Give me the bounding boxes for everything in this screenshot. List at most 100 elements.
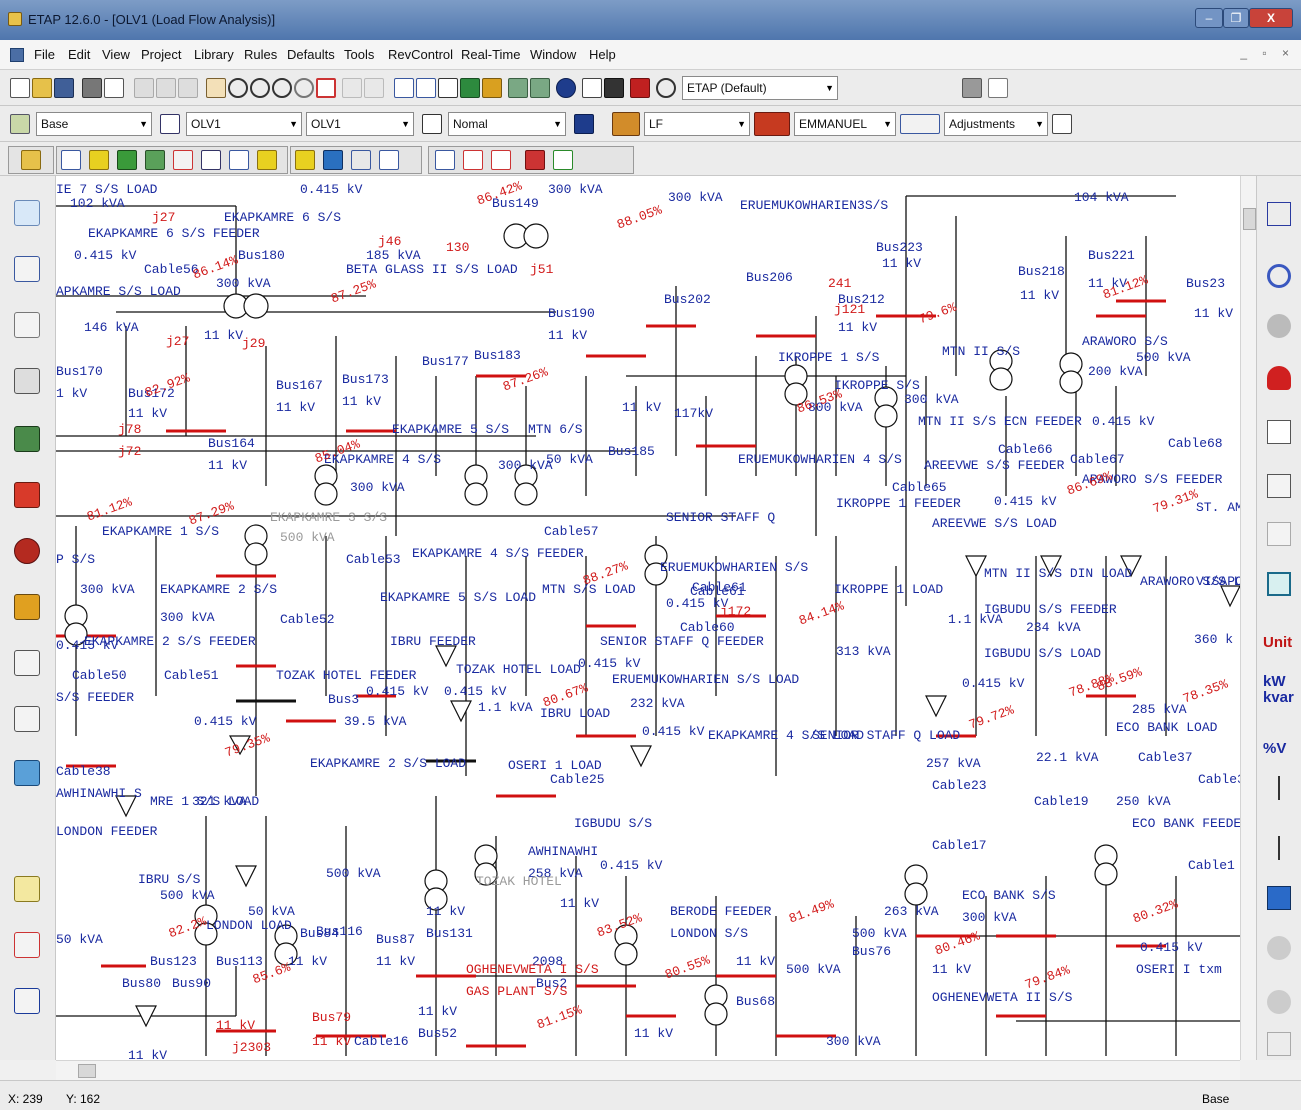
canvas-label[interactable]: 300 kVA xyxy=(498,458,553,473)
dc-load-flow-icon[interactable] xyxy=(323,150,343,170)
canvas-label[interactable]: 2098 xyxy=(532,954,564,969)
canvas-label[interactable]: ERUEMUKOWHARIEN3S/S xyxy=(740,198,889,213)
canvas-label[interactable]: Cable57 xyxy=(544,524,599,539)
one-line-diagram-canvas[interactable]: IE 7 S/S LOAD 102 kVA j27 EKAPKAMRE 6 S/… xyxy=(56,176,1240,1060)
library-icon[interactable] xyxy=(508,78,528,98)
ground-grid-icon[interactable] xyxy=(14,426,40,452)
compare-icon[interactable] xyxy=(1267,522,1291,546)
close-button[interactable]: X xyxy=(1249,8,1293,28)
canvas-label[interactable]: ARAWORO S/S LOAD xyxy=(1140,574,1240,589)
three-phase-icon[interactable] xyxy=(14,876,40,902)
canvas-label[interactable]: EKAPKAMRE 5 S/S xyxy=(392,422,510,437)
open-folder-icon[interactable] xyxy=(32,78,52,98)
canvas-label[interactable]: P S/S xyxy=(56,552,96,567)
canvas-label[interactable]: j121 xyxy=(834,302,866,317)
report-help-icon[interactable] xyxy=(1267,474,1291,498)
canvas-label[interactable]: GAS PLANT S/S xyxy=(466,984,568,999)
canvas-label[interactable]: Cable38 xyxy=(56,764,111,779)
canvas-label[interactable]: EKAPKAMRE 4 S/S LOAD xyxy=(708,728,865,743)
scroll-thumb[interactable] xyxy=(78,1064,96,1078)
canvas-label[interactable]: ERUEMUKOWHARIEN 4 S/S xyxy=(738,452,902,467)
canvas-label[interactable]: Cable19 xyxy=(1034,794,1089,809)
canvas-label[interactable]: 22.1 kVA xyxy=(1036,750,1099,765)
study-case-editor-icon[interactable] xyxy=(574,114,594,134)
canvas-label[interactable]: TOZAK HOTEL xyxy=(476,874,562,889)
zoom-window-icon[interactable] xyxy=(294,78,314,98)
canvas-label[interactable]: Bus23 xyxy=(1186,276,1226,291)
horizontal-scrollbar[interactable] xyxy=(56,1060,1240,1080)
canvas-label[interactable]: 0.415 kV xyxy=(300,182,363,197)
canvas-label[interactable]: ECO BANK S/S xyxy=(962,888,1056,903)
canvas-label[interactable]: 0.415 kV xyxy=(366,684,429,699)
canvas-label[interactable]: Cable17 xyxy=(932,838,987,853)
canvas-label[interactable]: 300 kVA xyxy=(826,1034,881,1049)
canvas-label[interactable]: 263 kVA xyxy=(884,904,939,919)
panel-icon[interactable] xyxy=(14,368,40,394)
canvas-label[interactable]: AREEVWE S/S FEEDER xyxy=(924,458,1065,473)
canvas-label[interactable]: 0.415 kV xyxy=(1092,414,1155,429)
canvas-label[interactable]: Bus172 xyxy=(128,386,175,401)
canvas-label[interactable]: 0.415 kV xyxy=(56,638,119,653)
canvas-label[interactable]: IGBUDU S/S xyxy=(574,816,653,831)
canvas-label[interactable]: BETA GLASS II S/S LOAD xyxy=(346,262,518,277)
canvas-label[interactable]: 102 kVA xyxy=(70,196,125,211)
canvas-label[interactable]: j46 xyxy=(378,234,402,249)
canvas-label[interactable]: j27 xyxy=(166,334,190,349)
canvas-label[interactable]: AWHINAWHI xyxy=(528,844,599,859)
canvas-label[interactable]: Cable61 xyxy=(690,584,745,599)
canvas-label[interactable]: MTN II S/S xyxy=(942,344,1021,359)
canvas-label[interactable]: 0.415 kV xyxy=(74,248,137,263)
voltage-drop-icon[interactable] xyxy=(1278,776,1280,800)
dynamic-model-icon[interactable] xyxy=(14,594,40,620)
canvas-label[interactable]: MRE 1 S/S LOAD xyxy=(150,794,260,809)
menu-realtime[interactable]: Real-Time xyxy=(461,47,521,62)
zoom-in-icon[interactable] xyxy=(228,78,248,98)
canvas-label[interactable]: ARAWORO S/S xyxy=(1082,334,1168,349)
text-box-icon[interactable] xyxy=(394,78,414,98)
alert-viewer-icon[interactable] xyxy=(1267,990,1291,1014)
vertical-scrollbar[interactable] xyxy=(1240,176,1256,1060)
menu-tools[interactable]: Tools xyxy=(344,47,375,62)
display-options-icon[interactable] xyxy=(1267,572,1291,596)
canvas-label[interactable]: 300 kVA xyxy=(80,582,135,597)
canvas-label[interactable]: EKAPKAMRE 3 S/S xyxy=(270,510,388,525)
canvas-label[interactable]: 500 kVA xyxy=(280,530,335,545)
canvas-label[interactable]: IBRU FEEDER xyxy=(390,634,476,649)
reliability-icon[interactable] xyxy=(295,150,315,170)
canvas-label[interactable]: 300 kVA xyxy=(548,182,603,197)
canvas-label[interactable]: 11 kV xyxy=(426,904,466,919)
alert-icon[interactable] xyxy=(1267,366,1291,390)
canvas-label[interactable]: 146 kVA xyxy=(84,320,139,335)
canvas-label[interactable]: 0.415 kV xyxy=(444,684,507,699)
canvas-label[interactable]: Cable16 xyxy=(354,1034,409,1049)
new-file-icon[interactable] xyxy=(10,78,30,98)
loading-category-icon[interactable] xyxy=(422,114,442,134)
canvas-label[interactable]: j78 xyxy=(118,422,142,437)
load-flow-icon[interactable] xyxy=(61,150,81,170)
zoom-fit-icon[interactable] xyxy=(272,78,292,98)
canvas-label[interactable]: EKAPKAMRE 5 S/S LOAD xyxy=(380,590,537,605)
canvas-label[interactable]: Cable37 xyxy=(1138,750,1193,765)
canvas-label[interactable]: Bus84 xyxy=(300,926,340,941)
canvas-label[interactable]: Cable52 xyxy=(280,612,335,627)
style-combo[interactable]: ETAP (Default)▼ xyxy=(682,76,838,100)
canvas-label[interactable]: MTN II S/S DIN LOAD xyxy=(984,566,1133,581)
canvas-label[interactable]: 11 kV xyxy=(418,1004,458,1019)
canvas-label[interactable]: VISAPOO xyxy=(1196,574,1240,589)
canvas-label[interactable]: 500 kVA xyxy=(852,926,907,941)
grid-icon[interactable] xyxy=(438,78,458,98)
menu-help[interactable]: Help xyxy=(589,47,616,62)
canvas-label[interactable]: ECO BANK FEEDER xyxy=(1132,816,1240,831)
canvas-label[interactable]: ECO BANK LOAD xyxy=(1116,720,1218,735)
canvas-label[interactable]: IKROPPE 1 LOAD xyxy=(834,582,944,597)
canvas-label[interactable]: j51 xyxy=(530,262,554,277)
edit-mode-icon[interactable] xyxy=(21,150,41,170)
star-view-icon[interactable] xyxy=(14,312,40,338)
menu-edit[interactable]: Edit xyxy=(68,47,91,62)
protective-device-icon[interactable] xyxy=(201,150,221,170)
canvas-label[interactable]: Bus221 xyxy=(1088,248,1135,263)
dynamic-parameter-icon[interactable] xyxy=(553,150,573,170)
canvas-label[interactable]: 0.415 kV xyxy=(642,724,705,739)
canvas-label[interactable]: 234 kVA xyxy=(1026,620,1081,635)
canvas-label[interactable]: Bus206 xyxy=(746,270,793,285)
